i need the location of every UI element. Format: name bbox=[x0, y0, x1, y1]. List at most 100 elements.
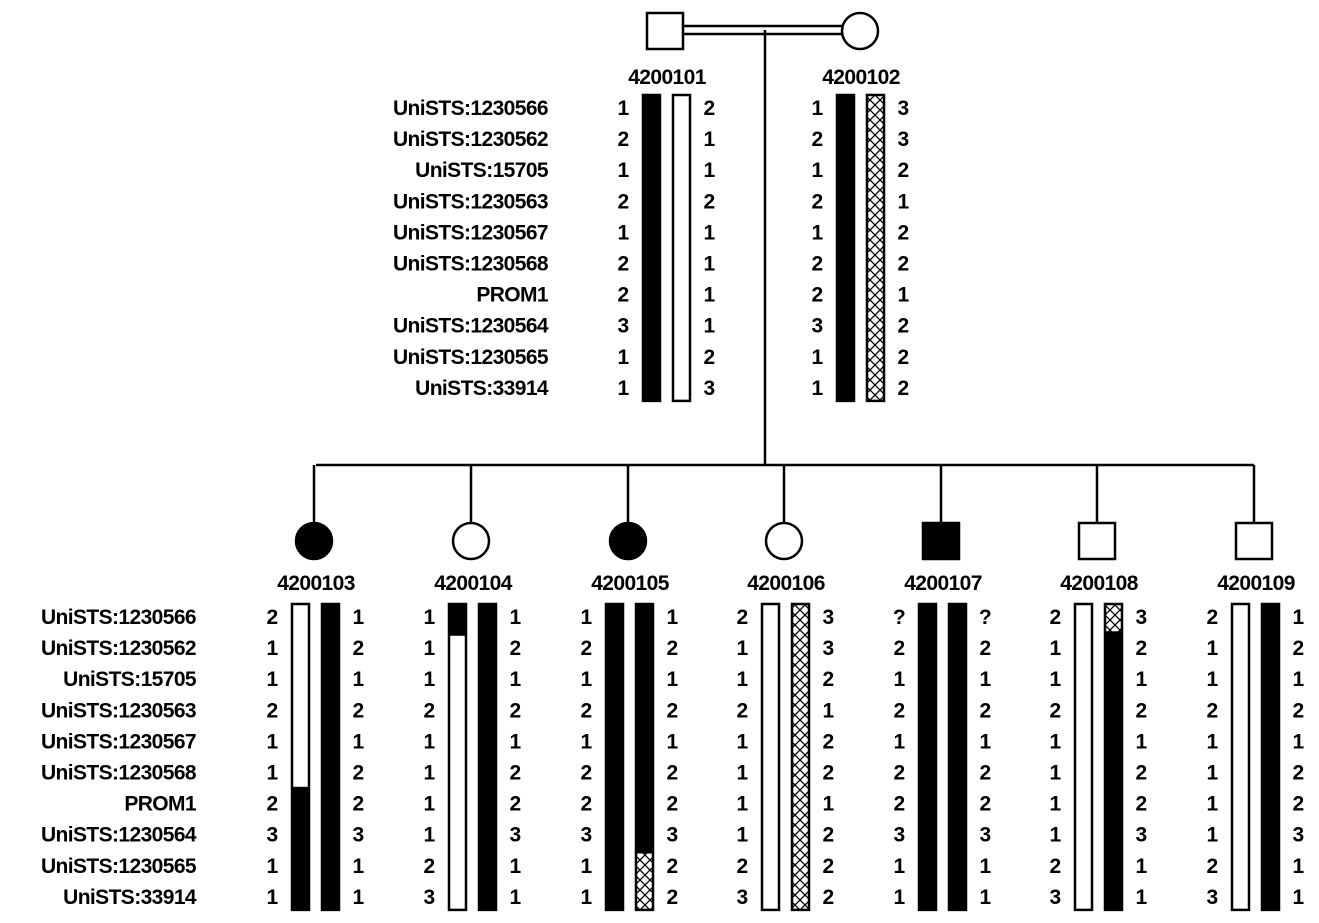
right-allele: 1 bbox=[509, 886, 521, 909]
right-allele: 1 bbox=[666, 668, 678, 691]
left-haplotype-bar-black-segment bbox=[290, 788, 311, 912]
left-allele: 3 bbox=[1049, 886, 1060, 909]
right-allele: 1 bbox=[1135, 855, 1147, 878]
right-haplotype-bar-hatched-segment bbox=[790, 602, 811, 912]
left-haplotype-bar-white-segment bbox=[760, 602, 781, 912]
left-allele: 1 bbox=[266, 762, 278, 785]
left-allele: 2 bbox=[580, 699, 591, 722]
right-allele: 2 bbox=[352, 762, 363, 785]
right-allele: 2 bbox=[352, 793, 363, 816]
left-allele: 2 bbox=[811, 284, 822, 307]
left-allele: 1 bbox=[580, 668, 592, 691]
marker-label: UniSTS:1230563 bbox=[393, 190, 548, 213]
left-allele: 1 bbox=[736, 637, 748, 660]
left-allele: 2 bbox=[811, 128, 822, 151]
left-allele: 1 bbox=[617, 159, 629, 182]
right-allele: 2 bbox=[979, 637, 990, 660]
left-allele: 1 bbox=[1206, 668, 1218, 691]
child-female-symbol bbox=[294, 521, 334, 561]
left-allele: 1 bbox=[736, 762, 748, 785]
right-allele: 1 bbox=[1135, 886, 1147, 909]
right-allele: 2 bbox=[897, 315, 908, 338]
right-allele: 2 bbox=[1292, 699, 1303, 722]
left-allele: 1 bbox=[736, 793, 748, 816]
marker-label: UniSTS:33914 bbox=[415, 377, 549, 400]
right-allele: 2 bbox=[1292, 793, 1303, 816]
left-allele: 3 bbox=[893, 824, 904, 847]
right-allele: ? bbox=[979, 606, 991, 629]
left-allele: 2 bbox=[617, 284, 628, 307]
right-allele: 1 bbox=[509, 855, 521, 878]
left-allele: 1 bbox=[1206, 824, 1218, 847]
right-allele: 1 bbox=[352, 668, 364, 691]
right-allele: 2 bbox=[979, 699, 990, 722]
child-male-symbol bbox=[1077, 521, 1117, 561]
right-allele: 2 bbox=[509, 699, 520, 722]
left-allele: 2 bbox=[893, 699, 904, 722]
left-allele: 2 bbox=[1049, 855, 1060, 878]
left-allele: 2 bbox=[811, 253, 822, 276]
right-allele: 1 bbox=[1135, 730, 1147, 753]
left-allele: 3 bbox=[266, 824, 277, 847]
marker-label: UniSTS:15705 bbox=[63, 668, 197, 691]
right-allele: 3 bbox=[979, 824, 990, 847]
left-allele: 2 bbox=[423, 699, 434, 722]
right-allele: 2 bbox=[703, 346, 714, 369]
left-allele: 2 bbox=[423, 855, 434, 878]
right-allele: 1 bbox=[703, 315, 715, 338]
left-allele: 1 bbox=[266, 886, 278, 909]
right-allele: 2 bbox=[666, 793, 677, 816]
marker-label: UniSTS:1230568 bbox=[393, 253, 549, 276]
left-allele: 1 bbox=[1049, 668, 1061, 691]
marker-label: PROM1 bbox=[124, 793, 197, 816]
left-allele: 1 bbox=[811, 97, 823, 120]
left-allele: 2 bbox=[1049, 606, 1060, 629]
left-allele: 2 bbox=[580, 793, 591, 816]
individual-id: 4200107 bbox=[904, 572, 982, 595]
right-allele: 1 bbox=[897, 190, 909, 213]
left-haplotype-bar-black-segment bbox=[447, 602, 468, 634]
right-allele: 2 bbox=[352, 637, 363, 660]
marker-label: UniSTS:1230563 bbox=[41, 699, 196, 722]
left-allele: 1 bbox=[1206, 637, 1218, 660]
left-allele: 1 bbox=[617, 346, 629, 369]
right-allele: 1 bbox=[979, 730, 991, 753]
left-allele: 1 bbox=[1049, 637, 1061, 660]
right-allele: 2 bbox=[666, 699, 677, 722]
right-allele: 1 bbox=[352, 730, 364, 753]
right-allele: 3 bbox=[666, 824, 677, 847]
right-allele: 1 bbox=[509, 606, 521, 629]
individual-id: 4200105 bbox=[591, 572, 669, 595]
right-allele: 2 bbox=[897, 221, 908, 244]
left-allele: 2 bbox=[736, 855, 747, 878]
right-allele: 2 bbox=[1135, 699, 1146, 722]
left-allele: 3 bbox=[423, 886, 434, 909]
left-allele: 3 bbox=[617, 315, 628, 338]
right-haplotype-bar-black-segment bbox=[634, 602, 655, 852]
right-allele: 1 bbox=[703, 128, 715, 151]
individual-id: 4200106 bbox=[747, 572, 825, 595]
right-allele: 1 bbox=[509, 730, 521, 753]
marker-label: UniSTS:1230567 bbox=[393, 221, 548, 244]
left-allele: 1 bbox=[266, 637, 278, 660]
right-allele: 3 bbox=[822, 637, 833, 660]
right-allele: 1 bbox=[1292, 855, 1304, 878]
right-allele: 2 bbox=[666, 855, 677, 878]
right-haplotype-bar-black-segment bbox=[1260, 602, 1281, 912]
right-allele: 2 bbox=[979, 793, 990, 816]
right-haplotype-bar-hatched-segment bbox=[1103, 602, 1124, 634]
left-allele: 3 bbox=[1206, 886, 1217, 909]
right-allele: 3 bbox=[897, 97, 908, 120]
left-allele: 1 bbox=[266, 730, 278, 753]
left-allele: 3 bbox=[736, 886, 747, 909]
right-allele: 1 bbox=[1135, 668, 1147, 691]
right-haplotype-bar-black-segment bbox=[320, 602, 341, 912]
left-allele: 1 bbox=[266, 855, 278, 878]
left-allele: 2 bbox=[893, 637, 904, 660]
right-allele: 3 bbox=[1135, 606, 1146, 629]
right-allele: 2 bbox=[822, 824, 833, 847]
right-allele: 2 bbox=[897, 253, 908, 276]
right-allele: 2 bbox=[822, 668, 833, 691]
right-haplotype-bar-black-segment bbox=[947, 602, 968, 912]
